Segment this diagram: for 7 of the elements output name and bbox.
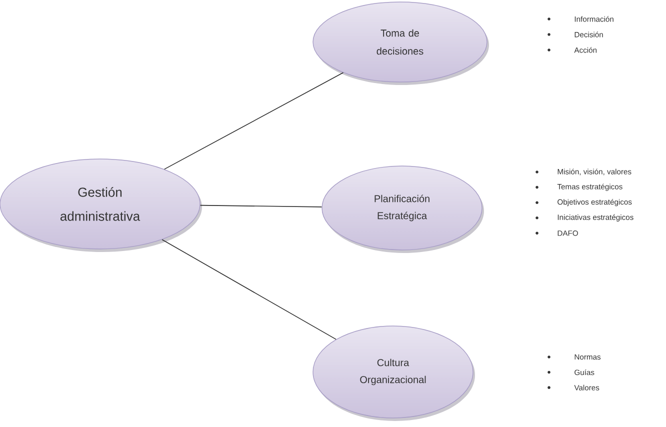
connector-line [200,204,322,208]
ellipse-node: Gestión administrativa [0,158,202,252]
connector-line [162,239,336,340]
ellipse-node: Planificación Estratégica [322,166,484,253]
ellipse-node: Toma de decisiones [312,2,489,85]
ellipse-node: Cultura Organizacional [312,326,475,421]
connector-line [164,72,344,170]
